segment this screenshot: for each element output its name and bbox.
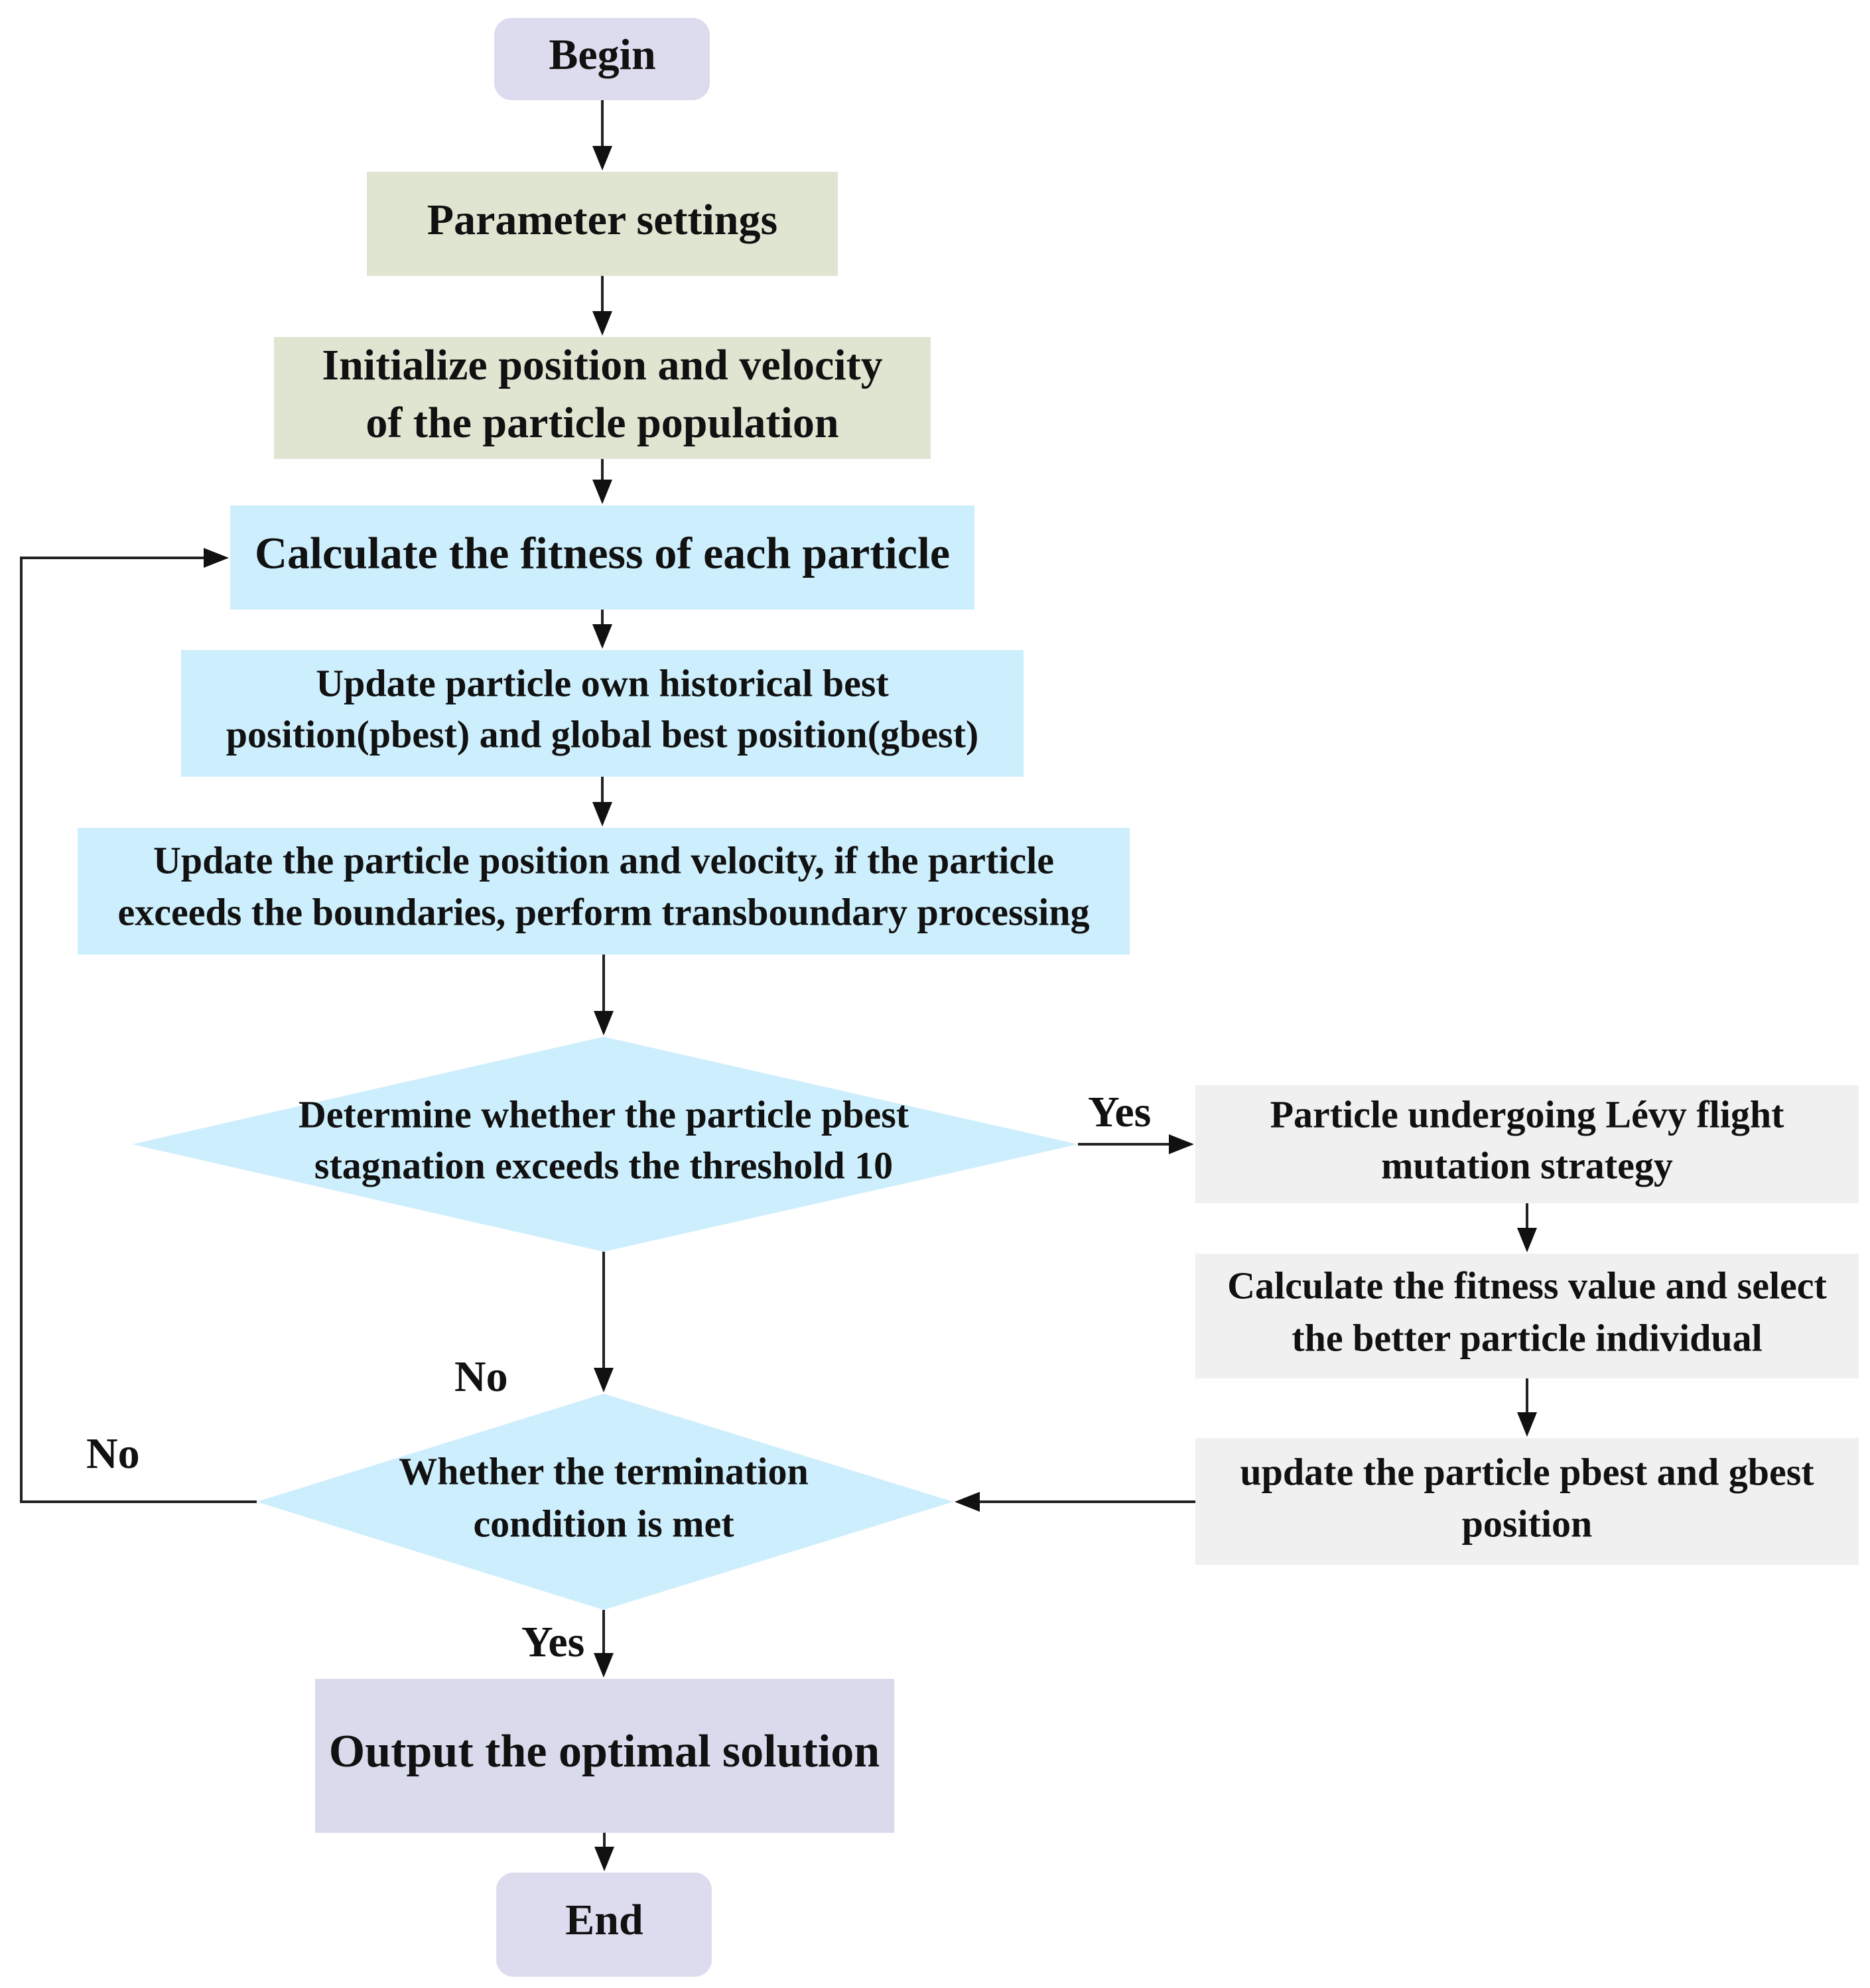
edge-label-termination-yes: Yes (521, 1618, 584, 1666)
node-calculate-fitness: Calculate the fitness of each particle (230, 505, 974, 610)
node-begin: Begin (494, 18, 710, 100)
node-initialize-line2: of the particle population (366, 399, 838, 447)
node-stagnation-decision: Determine whether the particle pbest sta… (132, 1037, 1078, 1252)
node-select-line2: the better particle individual (1292, 1316, 1762, 1359)
node-begin-label: Begin (549, 31, 655, 79)
node-output: Output the optimal solution (315, 1679, 894, 1833)
node-update-position: Update the particle position and velocit… (78, 828, 1130, 955)
node-levy-line2: mutation strategy (1381, 1144, 1673, 1187)
node-update-best-line2: position(pbest) and global best position… (226, 712, 978, 756)
node-update-position-line2: exceeds the boundaries, perform transbou… (117, 890, 1089, 933)
node-end-label: End (565, 1896, 643, 1944)
connectors (20, 100, 1537, 1871)
edge-label-stagnation-no: No (454, 1353, 508, 1401)
node-termination-line1: Whether the termination (399, 1449, 809, 1492)
node-levy-flight: Particle undergoing Lévy flight mutation… (1195, 1085, 1859, 1203)
node-update-pg-line1: update the particle pbest and gbest (1240, 1450, 1814, 1493)
node-initialize: Initialize position and velocity of the … (274, 337, 931, 459)
node-update-position-line1: Update the particle position and velocit… (153, 838, 1054, 882)
node-levy-line1: Particle undergoing Lévy flight (1270, 1093, 1785, 1136)
edge-label-termination-no: No (86, 1429, 140, 1478)
node-termination-decision: Whether the termination condition is met (257, 1394, 953, 1610)
node-update-pg-line2: position (1462, 1502, 1593, 1545)
node-stagnation-line2: stagnation exceeds the threshold 10 (314, 1144, 893, 1187)
node-initialize-line1: Initialize position and velocity (322, 341, 882, 389)
node-output-label: Output the optimal solution (329, 1726, 880, 1777)
node-calculate-fitness-label: Calculate the fitness of each particle (255, 528, 950, 578)
node-select-better: Calculate the fitness value and select t… (1195, 1254, 1859, 1378)
node-termination-line2: condition is met (473, 1502, 734, 1545)
node-select-line1: Calculate the fitness value and select (1227, 1264, 1827, 1307)
node-parameter-settings-label: Parameter settings (427, 196, 777, 244)
node-update-pbest-gbest: update the particle pbest and gbest posi… (1195, 1438, 1859, 1565)
node-parameter-settings: Parameter settings (367, 172, 838, 276)
edge-label-stagnation-yes: Yes (1088, 1088, 1151, 1136)
node-end: End (496, 1873, 712, 1977)
node-stagnation-line1: Determine whether the particle pbest (299, 1093, 909, 1136)
node-update-best-line1: Update particle own historical best (316, 661, 889, 704)
node-update-best: Update particle own historical best posi… (181, 650, 1024, 777)
